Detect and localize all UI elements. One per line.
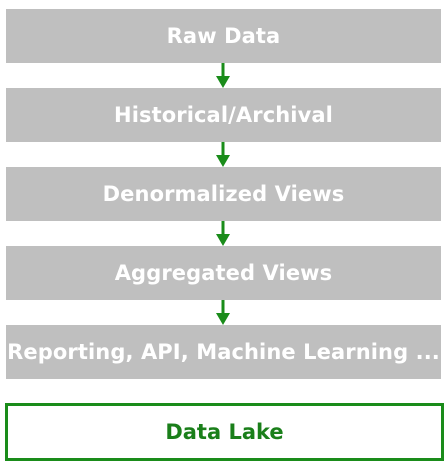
stage-denormalized-views-label: Denormalized Views xyxy=(102,182,345,206)
stage-aggregated-views-label: Aggregated Views xyxy=(114,261,333,285)
stage-denormalized-views: Denormalized Views xyxy=(6,167,441,221)
stage-raw-data-label: Raw Data xyxy=(166,24,281,48)
stage-historical-archival: Historical/Archival xyxy=(6,88,441,142)
stage-consumers: Reporting, API, Machine Learning ... xyxy=(6,325,441,379)
down-arrow-icon xyxy=(216,221,230,246)
stage-historical-archival-label: Historical/Archival xyxy=(114,103,333,127)
stage-aggregated-views: Aggregated Views xyxy=(6,246,441,300)
stage-raw-data: Raw Data xyxy=(6,9,441,63)
down-arrow-icon xyxy=(216,300,230,325)
down-arrow-icon xyxy=(216,142,230,167)
down-arrow-icon xyxy=(216,63,230,88)
data-lake-label: Data Lake xyxy=(165,420,284,444)
stage-consumers-label: Reporting, API, Machine Learning ... xyxy=(7,340,440,364)
data-lake-box: Data Lake xyxy=(5,403,444,461)
